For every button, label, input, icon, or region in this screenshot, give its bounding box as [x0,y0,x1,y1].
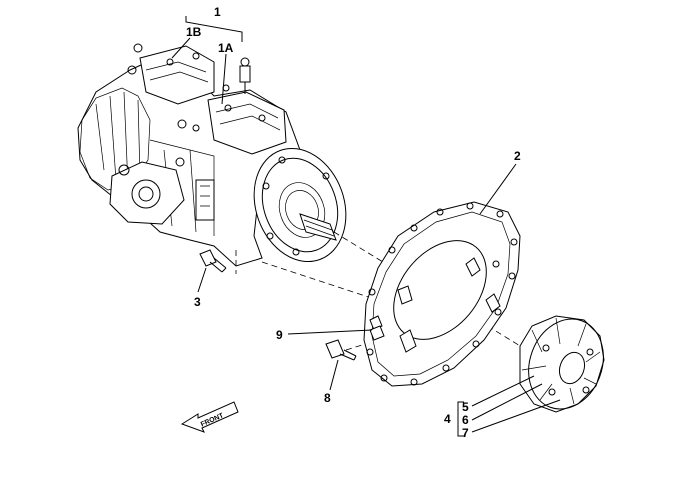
bolt-part-8 [325,339,357,361]
callout-1a: 1A [218,41,234,55]
hydraulic-pump-assembly [77,43,301,267]
bolt-part-3 [199,249,227,273]
callout-5: 5 [462,400,469,414]
callout-leaders [171,16,561,437]
flywheel-housing-plate [363,201,521,387]
flexible-coupling [519,315,605,413]
front-direction-arrow: FRONT [180,401,239,433]
callout-2: 2 [514,149,521,163]
plug-part-9 [369,325,385,341]
callout-9: 9 [276,328,283,342]
callout-3: 3 [194,295,201,309]
pump-drive-flange [253,147,347,263]
callout-6: 6 [462,413,469,427]
callout-7: 7 [462,426,469,440]
callout-4: 4 [444,412,451,426]
callout-1: 1 [214,5,221,19]
callout-8: 8 [324,391,331,405]
callout-1b: 1B [186,25,202,39]
